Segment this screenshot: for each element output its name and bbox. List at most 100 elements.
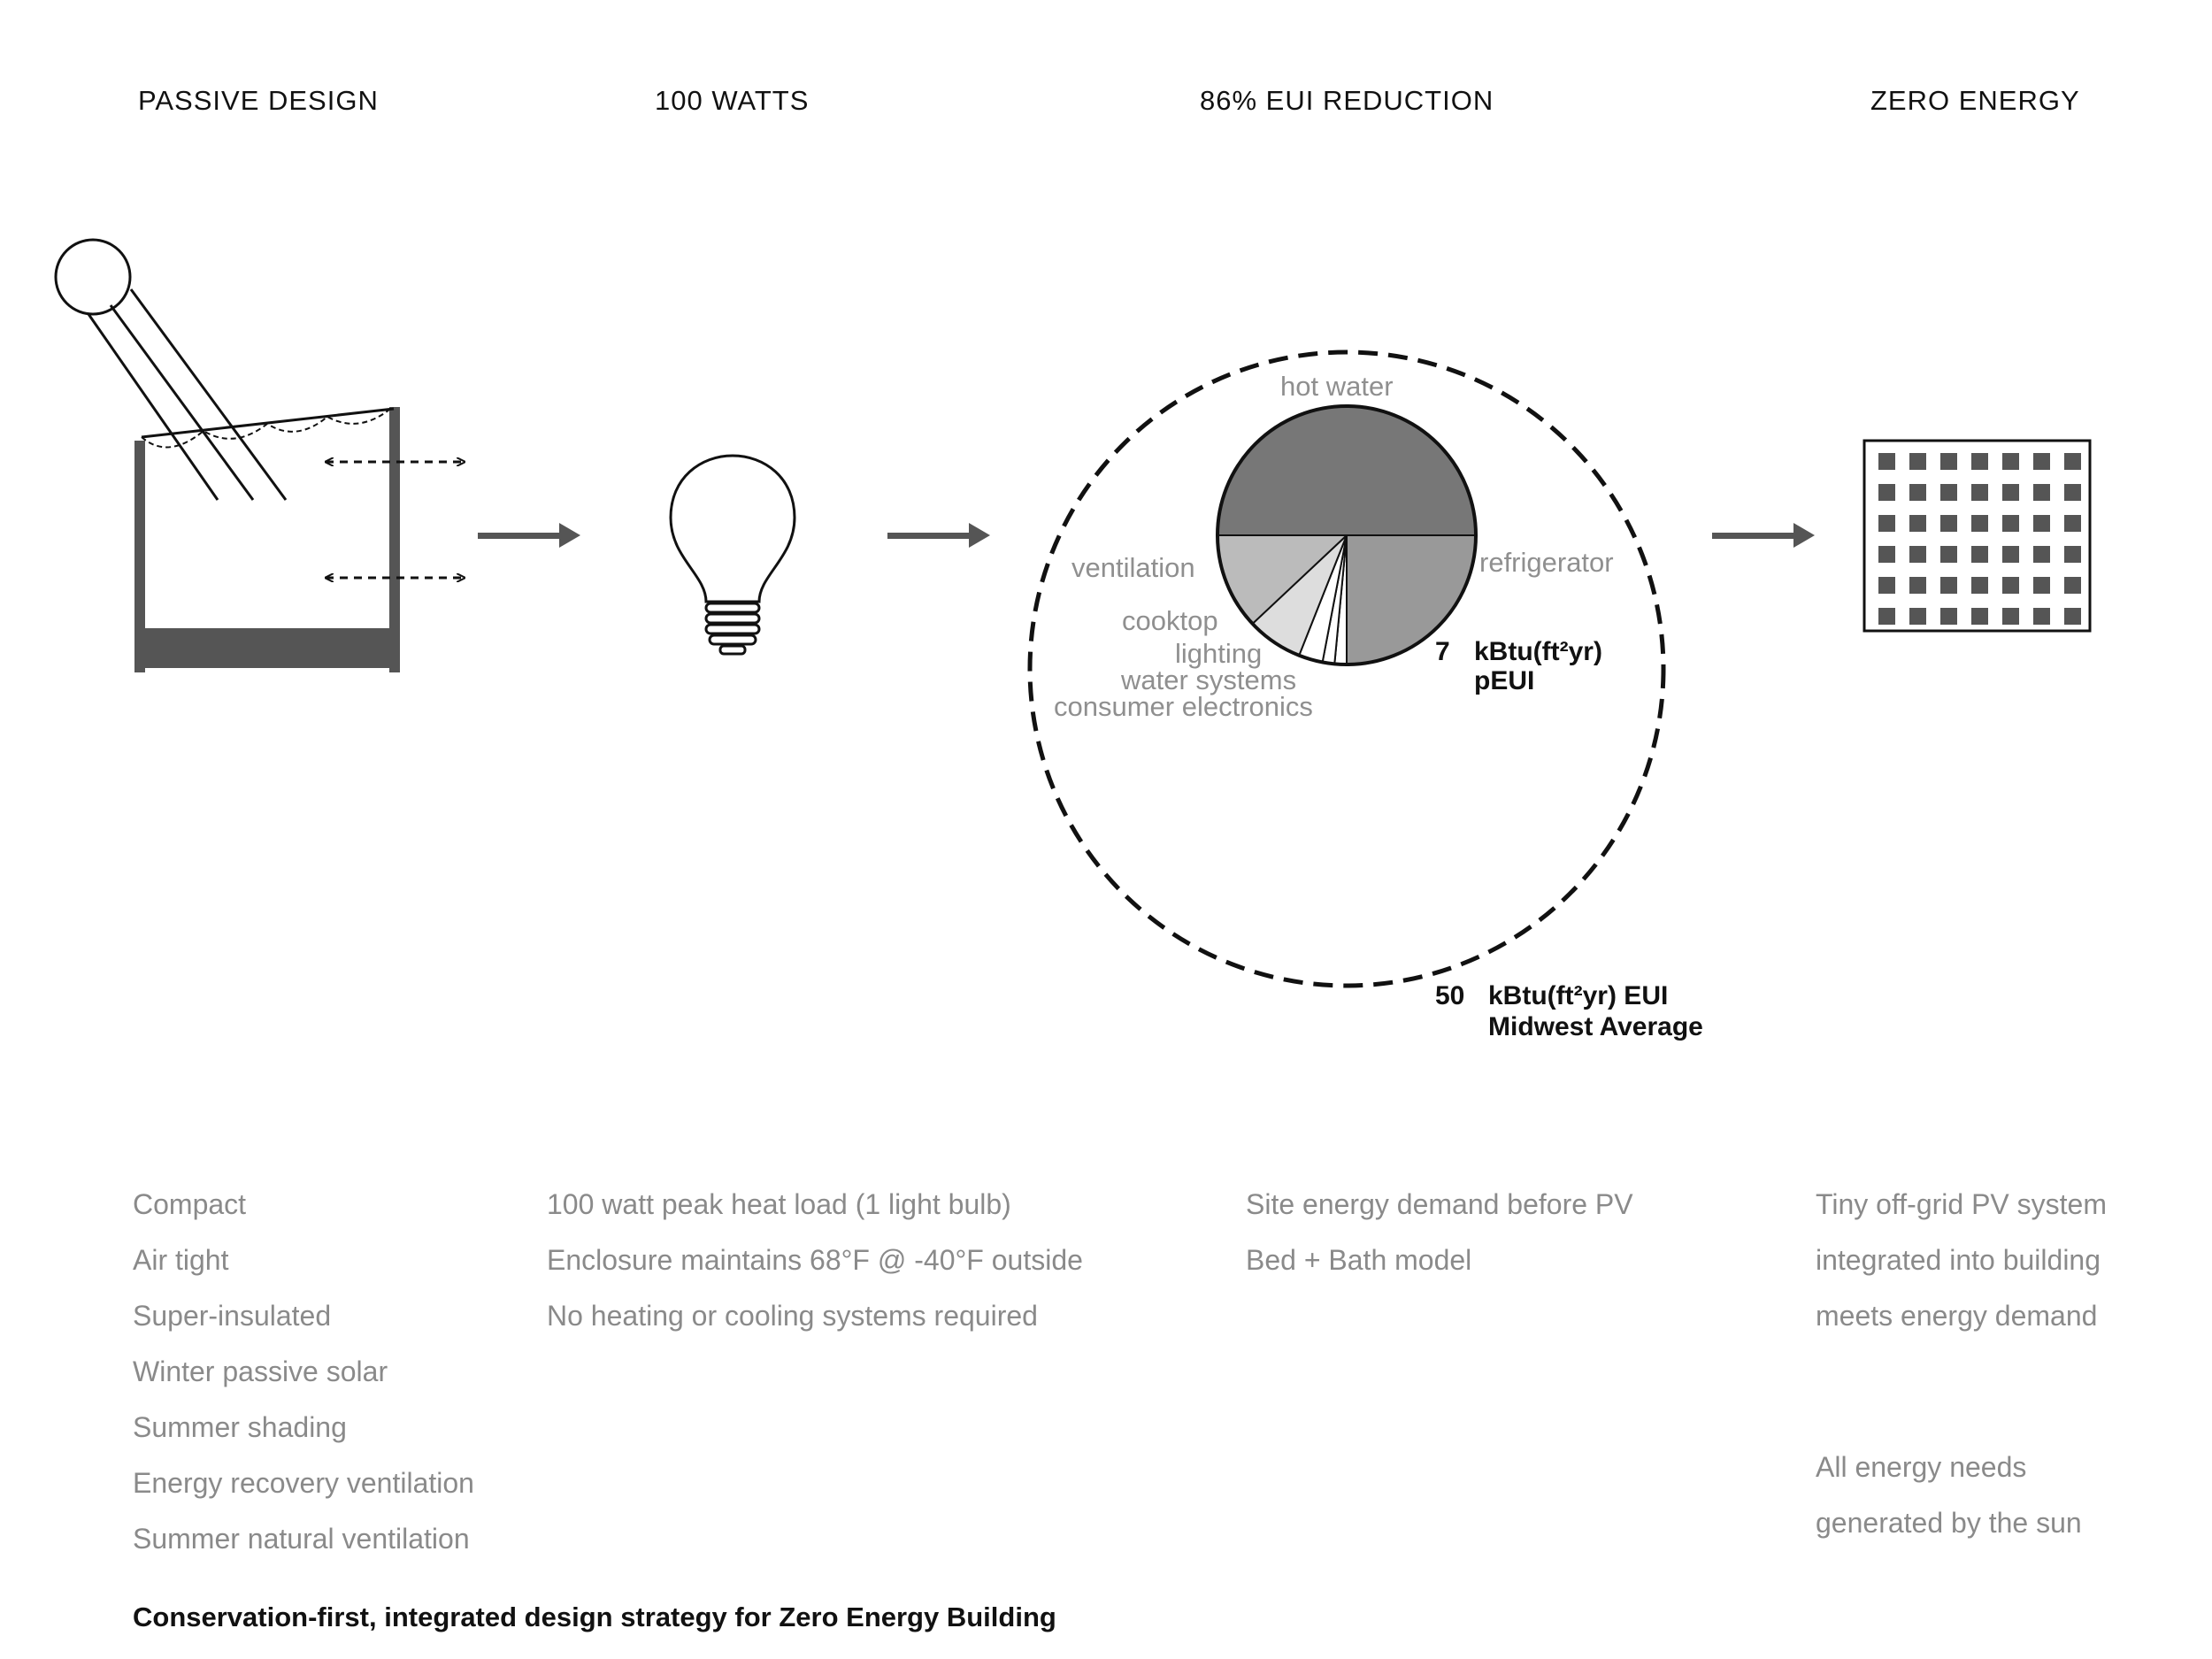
heading-100-watts: 100 WATTS bbox=[655, 85, 810, 116]
pv-cell bbox=[1971, 577, 1988, 594]
pv-cell bbox=[2033, 608, 2050, 625]
pv-cell bbox=[2064, 577, 2081, 594]
sun-icon bbox=[54, 238, 132, 316]
light-bulb-icon bbox=[669, 454, 796, 656]
pv-cell bbox=[1878, 577, 1895, 594]
midwest-average-circle bbox=[1027, 349, 1666, 988]
zero-energy-list-top: Tiny off-grid PV system integrated into … bbox=[1816, 1177, 2107, 1344]
list-item: 100 watt peak heat load (1 light bulb) bbox=[547, 1188, 1011, 1220]
list-item: Bed + Bath model bbox=[1246, 1244, 1472, 1276]
pv-cell bbox=[1940, 453, 1957, 470]
list-item: Air tight bbox=[133, 1244, 229, 1276]
pv-cell bbox=[2033, 546, 2050, 563]
pv-cell bbox=[1878, 546, 1895, 563]
pv-panel-icon bbox=[1863, 439, 2092, 633]
pie-label-ventilation: ventilation bbox=[1071, 552, 1195, 583]
peui-label: pEUI bbox=[1474, 666, 1534, 695]
pv-cell bbox=[1878, 484, 1895, 501]
midwest-unit: kBtu(ft²yr) EUI bbox=[1488, 981, 1668, 1010]
list-item: Winter passive solar bbox=[133, 1356, 388, 1387]
pie-slice-refrigerator bbox=[1346, 534, 1478, 666]
heading-eui-reduction: 86% EUI REDUCTION bbox=[1200, 85, 1494, 116]
pv-cell bbox=[1909, 515, 1926, 532]
list-item: Site energy demand before PV bbox=[1246, 1188, 1633, 1220]
passive-design-list: Compact Air tight Super-insulated Winter… bbox=[133, 1177, 474, 1567]
roof-shading bbox=[141, 409, 390, 449]
pv-cell bbox=[1940, 577, 1957, 594]
pv-cell bbox=[2033, 515, 2050, 532]
pv-cell bbox=[1971, 453, 1988, 470]
pv-cell bbox=[2033, 484, 2050, 501]
list-item: generated by the sun bbox=[1816, 1507, 2082, 1539]
heading-passive-design: PASSIVE DESIGN bbox=[138, 85, 379, 116]
eui-list: Site energy demand before PV Bed + Bath … bbox=[1246, 1177, 1633, 1288]
pv-cell bbox=[2033, 453, 2050, 470]
list-item: integrated into building bbox=[1816, 1244, 2101, 1276]
pv-cell bbox=[2064, 546, 2081, 563]
pv-cell bbox=[1971, 515, 1988, 532]
pv-cell bbox=[1940, 608, 1957, 625]
pv-cell bbox=[1909, 453, 1926, 470]
pv-cell bbox=[1940, 484, 1957, 501]
pv-cell bbox=[1909, 577, 1926, 594]
pv-cell bbox=[1940, 515, 1957, 532]
zero-energy-list-bottom: All energy needs generated by the sun bbox=[1816, 1440, 2082, 1551]
pie-label-refrigerator: refrigerator bbox=[1479, 547, 1614, 578]
list-item: meets energy demand bbox=[1816, 1300, 2098, 1332]
list-item: Super-insulated bbox=[133, 1300, 332, 1332]
peui-value: 7 bbox=[1435, 637, 1450, 666]
passive-house-illustration bbox=[54, 238, 465, 672]
heading-zero-energy: ZERO ENERGY bbox=[1870, 85, 2080, 116]
flow-arrow-1 bbox=[478, 523, 580, 548]
pie-label-water-systems: water systems bbox=[1120, 664, 1296, 695]
pv-cell bbox=[1971, 608, 1988, 625]
flow-arrow-2 bbox=[887, 523, 990, 548]
list-item: Tiny off-grid PV system bbox=[1816, 1188, 2107, 1220]
pv-cell bbox=[1878, 453, 1895, 470]
list-item: All energy needs bbox=[1816, 1451, 2027, 1483]
pv-cell bbox=[1909, 546, 1926, 563]
list-item: Energy recovery ventilation bbox=[133, 1467, 474, 1499]
pv-cell bbox=[2033, 577, 2050, 594]
list-item: Compact bbox=[133, 1188, 247, 1220]
pv-cell bbox=[1971, 484, 1988, 501]
pv-cell bbox=[1878, 515, 1895, 532]
pv-cell bbox=[1971, 546, 1988, 563]
pie-slice-hot-water bbox=[1216, 405, 1478, 536]
pie-label-consumer-electronics: consumer electronics bbox=[1054, 691, 1313, 722]
midwest-value: 50 bbox=[1435, 981, 1464, 1010]
pv-cell bbox=[1909, 608, 1926, 625]
pie-outline bbox=[1216, 404, 1478, 666]
sun-rays bbox=[87, 288, 288, 501]
house-roof bbox=[141, 407, 395, 439]
pie-label-hot-water: hot water bbox=[1280, 371, 1394, 402]
pv-cell bbox=[2064, 515, 2081, 532]
pv-cell bbox=[1940, 546, 1957, 563]
list-item: Summer natural ventilation bbox=[133, 1523, 470, 1555]
pie-label-lighting: lighting bbox=[1175, 638, 1262, 669]
pv-cell bbox=[2002, 515, 2019, 532]
pv-cell bbox=[2002, 608, 2019, 625]
pv-cell bbox=[1909, 484, 1926, 501]
list-item: Summer shading bbox=[133, 1411, 347, 1443]
pv-cell bbox=[2002, 577, 2019, 594]
pie-chart bbox=[1216, 404, 1478, 666]
watts-list: 100 watt peak heat load (1 light bulb) E… bbox=[547, 1177, 1083, 1344]
house-walls bbox=[134, 407, 400, 672]
pv-cell bbox=[2002, 453, 2019, 470]
pv-cell bbox=[2064, 453, 2081, 470]
list-item: No heating or cooling systems required bbox=[547, 1300, 1038, 1332]
flow-arrow-3 bbox=[1712, 523, 1815, 548]
pv-cell bbox=[2002, 484, 2019, 501]
pv-cell bbox=[2064, 484, 2081, 501]
footer-caption: Conservation-first, integrated design st… bbox=[133, 1601, 1056, 1632]
peui-unit: kBtu(ft²yr) bbox=[1474, 637, 1602, 666]
pie-label-cooktop: cooktop bbox=[1122, 605, 1218, 636]
pv-cell bbox=[1878, 608, 1895, 625]
pv-cells bbox=[1878, 453, 2081, 625]
pv-cell bbox=[2002, 546, 2019, 563]
pv-cell bbox=[2064, 608, 2081, 625]
midwest-label: Midwest Average bbox=[1488, 1012, 1703, 1041]
list-item: Enclosure maintains 68°F @ -40°F outside bbox=[547, 1244, 1083, 1276]
